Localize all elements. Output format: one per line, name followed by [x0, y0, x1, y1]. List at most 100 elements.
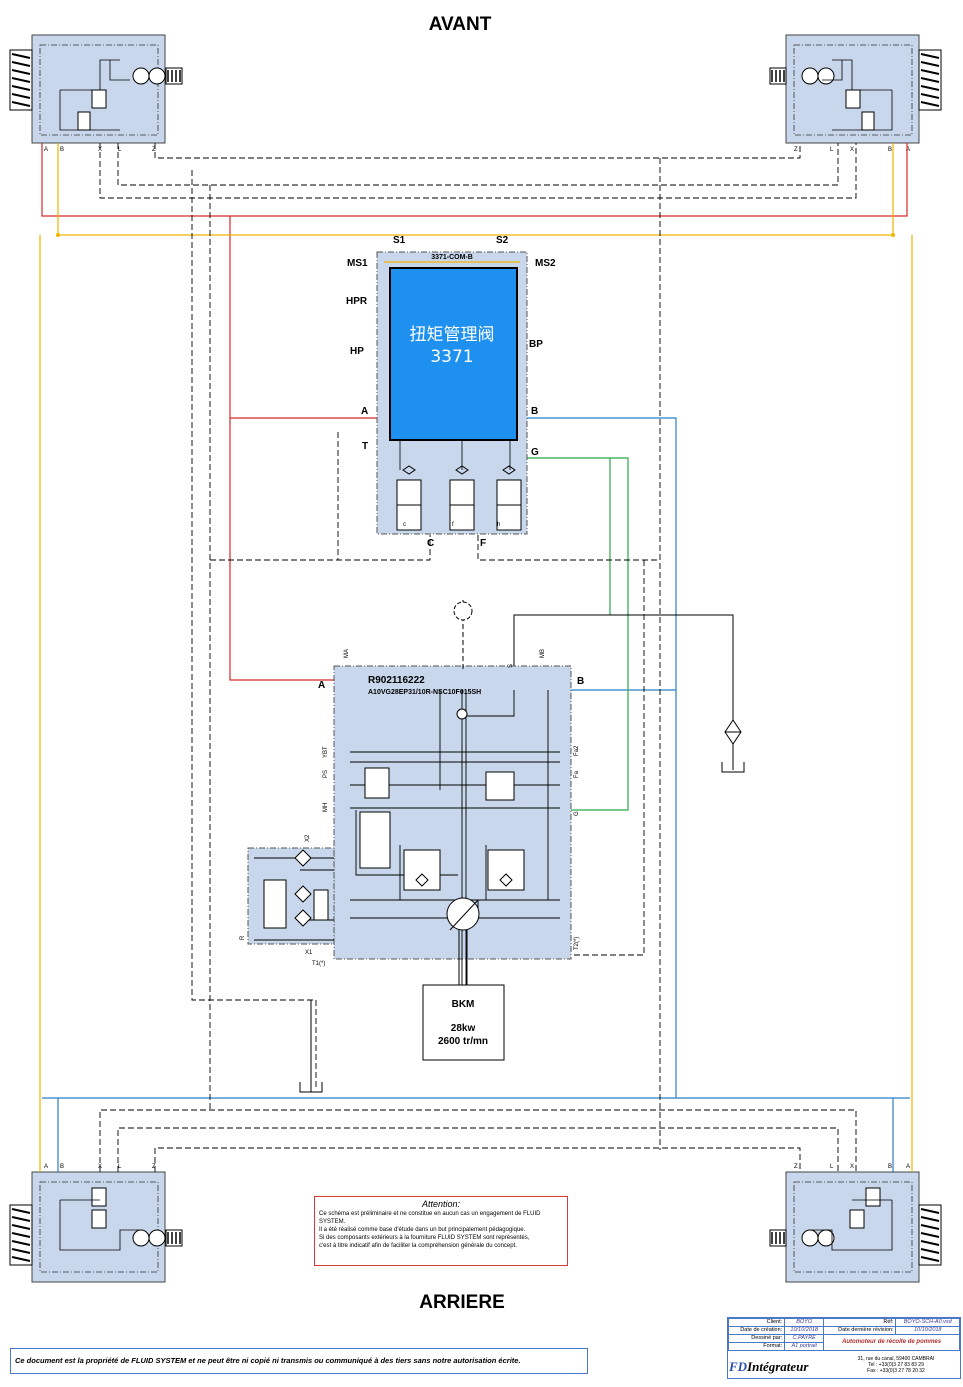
port-z: Z [152, 147, 156, 153]
port-b: B [888, 1164, 892, 1170]
port-x: X [850, 147, 854, 153]
port-ps: PS [323, 770, 329, 778]
address-line: 31, rue du canal, 59400 CAMBRAI [857, 1356, 935, 1362]
port-f: F [480, 538, 486, 549]
port-z: Z [152, 1164, 156, 1170]
address-fax: Fax : +33(0)3 27 78 20 32 [867, 1368, 925, 1374]
port-a: A [906, 147, 910, 153]
port-z: Z [794, 1164, 798, 1170]
ref-label: Réf: [823, 1318, 897, 1327]
port-fa2: Fa2 [574, 745, 580, 756]
port-pump-a: A [318, 680, 325, 691]
pump-block [247, 600, 572, 1000]
ownership-disclaimer: Ce document est la propriété de FLUID SY… [10, 1348, 588, 1374]
port-b-valve: B [531, 406, 538, 417]
drawn-label: Dessiné par: [727, 1334, 786, 1343]
company-address: 31, rue du canal, 59400 CAMBRAI Tel : +3… [832, 1356, 960, 1378]
format-label: Format: [727, 1342, 786, 1351]
wheel-block-rear-left: A B X L Z [9, 1164, 183, 1283]
torque-management-valve: 扭矩管理阀 3371 3371-COM-B c f h [376, 251, 528, 535]
engine-power: 28kw [451, 1023, 476, 1034]
created-value: 10/10/2018 [784, 1326, 825, 1335]
port-x2: X2 [305, 834, 311, 842]
port-l: L [118, 1164, 122, 1170]
port-a-valve: A [361, 406, 368, 417]
wheel-block-front-left: A B X L Z [9, 34, 183, 153]
logo-text: Intégrateur [747, 1359, 809, 1374]
sol-f-label: f [452, 522, 454, 528]
port-ybt: YBT [323, 746, 329, 758]
port-mb: MB [540, 649, 546, 658]
valve-block-code: 3371-COM-B [431, 254, 473, 261]
port-b: B [60, 1164, 64, 1170]
port-x1: X1 [305, 950, 313, 956]
port-x: X [850, 1164, 854, 1170]
port-l: L [830, 1164, 834, 1170]
port-hp: HP [350, 346, 364, 357]
port-a: A [44, 147, 48, 153]
port-c: C [427, 538, 434, 549]
port-b: B [60, 147, 64, 153]
ref-value: BOYO-SCH-A0.vsd [895, 1318, 960, 1327]
port-t1: T1(*) [312, 961, 325, 967]
port-s1: S1 [393, 235, 406, 246]
tank-icon [721, 762, 745, 773]
revised-label: Date dernière révision: [823, 1326, 897, 1335]
port-fa: Fa [574, 770, 580, 778]
format-value: A1 portrait [784, 1342, 825, 1351]
engine-speed: 2600 tr/mn [438, 1036, 488, 1047]
address-phone: Tel : +33(0)3 27 83 83 29 [868, 1362, 924, 1368]
port-t2: T2(*) [574, 937, 580, 950]
sol-h-label: h [497, 522, 500, 528]
line-yellow [39, 143, 913, 1172]
port-a: A [906, 1164, 910, 1170]
port-t: T [362, 441, 368, 452]
engine-name: BKM [452, 999, 475, 1010]
valve-number: 3371 [430, 347, 473, 367]
client-label: Client: [727, 1318, 786, 1327]
engine-box [422, 984, 505, 1061]
port-z: Z [794, 147, 798, 153]
port-x: X [98, 147, 102, 153]
filter-icon [724, 719, 742, 770]
created-label: Date de création: [727, 1326, 786, 1335]
drain-lines-bottom [99, 1109, 857, 1172]
port-a: A [44, 1164, 48, 1170]
port-s2: S2 [496, 235, 509, 246]
port-s: S [508, 664, 514, 668]
drawn-value: C.PAYRE [784, 1334, 825, 1343]
wheel-block-rear-right: Z L X B A [769, 1164, 942, 1283]
drain-lines-top [99, 143, 857, 1150]
attention-line: Il a été réalisé comme base d'étude dans… [319, 1227, 526, 1233]
port-b: B [888, 147, 892, 153]
port-bp: BP [529, 339, 543, 350]
company-logo: FDIntégrateur [729, 1356, 829, 1378]
port-g: G [531, 447, 539, 458]
port-r: R [240, 935, 246, 940]
project-description: Automoteur de récolte de pommes [823, 1334, 960, 1351]
attention-box: Attention: Ce schéma est préliminaire et… [314, 1196, 568, 1266]
port-l: L [118, 147, 122, 153]
revised-value: 10/10/2018 [895, 1326, 960, 1335]
port-ma: MA [344, 649, 350, 658]
port-l: L [830, 147, 834, 153]
client-value: BOYO [784, 1318, 825, 1327]
port-hpr: HPR [346, 296, 368, 307]
rear-title: ARRIERE [419, 1292, 505, 1313]
port-pump-b: B [577, 676, 584, 687]
valve-name-cn: 扭矩管理阀 [410, 325, 495, 345]
attention-title: Attention: [421, 1199, 461, 1209]
pump-code: R902116222 [368, 675, 425, 686]
pump-model: A10VG28EP31/10R-NSC10F015SH [368, 689, 481, 696]
line-a-red [41, 143, 908, 681]
wheel-block-front-right: Z L X B A [769, 34, 942, 153]
attention-line: Si des composants extérieurs à la fourni… [319, 1235, 530, 1241]
title-block: Client: BOYO Réf: BOYO-SCH-A0.vsd Date d… [727, 1317, 961, 1379]
attention-line: Ce schéma est préliminaire et ne constit… [319, 1211, 541, 1225]
sol-c-label: c [403, 522, 406, 528]
port-ms1: MS1 [347, 258, 368, 269]
tank-icon [299, 1000, 323, 1093]
port-ms2: MS2 [535, 258, 556, 269]
port-g2: G [574, 811, 580, 816]
